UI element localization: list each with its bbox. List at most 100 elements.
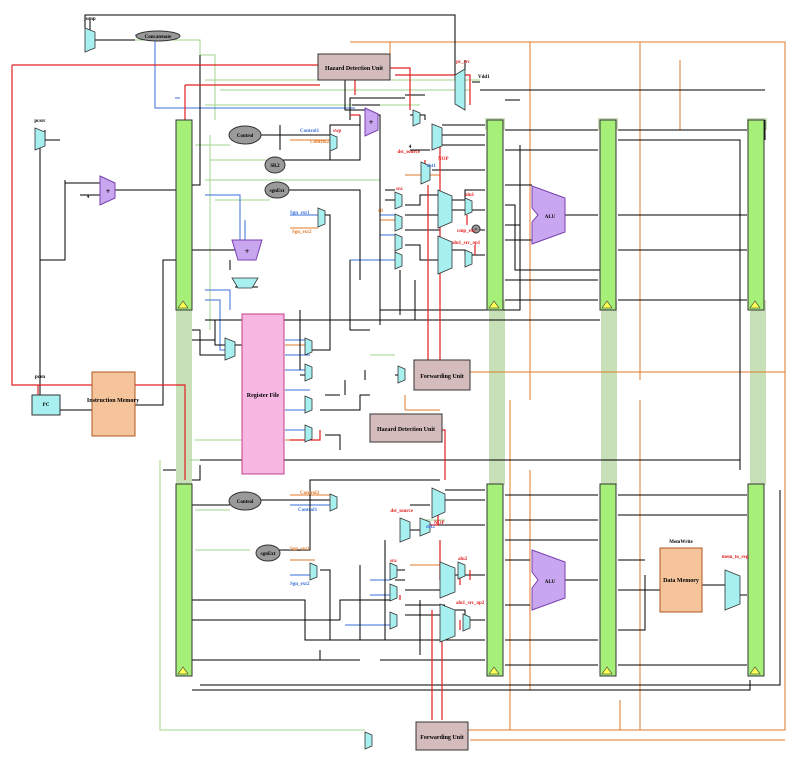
op-mux-top-a [394,213,403,232]
compare-unit [471,224,481,234]
data-memory-label: Data Memory [663,578,699,584]
regfile-input-mux [224,337,236,361]
pipeline-registers [175,119,765,677]
forwarding-unit-top-label: Forwarding Unit [420,374,464,380]
swp-label: swp [333,129,342,134]
sra-label-b: sra [390,559,397,564]
instruction-memory [91,371,136,437]
pc-register [31,394,61,416]
forwarding-unit-bottom-label: Forwarding Unit [420,735,464,741]
four-constant-b: 4 [409,145,412,150]
control-top-label: Control [237,134,254,139]
control1-label: Control1 [300,129,320,134]
swp-mux-a [412,109,421,127]
alu-top [531,185,566,245]
pcen-label: pcen [35,375,45,380]
pc-src-label: pc_src [456,60,471,65]
branch-adder-plus: + [369,118,374,127]
nop-label: NOP [438,157,449,162]
rf-mux-4 [304,424,313,443]
pipeline-register-idex-top [486,119,504,311]
pc-adder [99,175,116,206]
nop-mux-bottom [431,487,446,519]
four-constant-a: 4 [87,195,90,200]
pipeline-register-exmem-top [599,119,617,311]
sll-label: sll [378,209,383,214]
pipeline-register-idex-bottom [486,483,504,677]
pc-adder-plus: + [106,187,111,196]
register-file [241,313,285,475]
alu-bottom-label: ALU [545,580,556,585]
nop-label-b: NOP [434,521,445,526]
alu-bottom [531,549,566,611]
sra-mux-bottom [389,562,398,581]
hazard-detection-unit-top [317,53,391,81]
op-mux-bottom-a [389,583,398,602]
jump-mux [84,27,96,53]
alu2-mux-small-a [457,561,466,580]
alu1-src-op2-label: alu1_src_op2 [456,601,485,606]
jump-label: jump [83,17,96,22]
control2-label-b: Control2 [300,491,320,496]
control-unit-bottom [228,491,262,511]
rf-mux-3 [304,395,313,414]
pipeline-register-ifid-top [175,119,193,311]
alu1-label: alu1 [465,193,475,198]
alu2-mux-small-b [462,613,471,632]
sgnext-bottom-label: sgnExt [261,552,276,557]
instruction-memory-label: Instruction Memory [87,398,139,404]
mem-to-reg-mux [724,569,741,611]
jump-adder [231,239,263,261]
sra-label: sra [396,187,403,192]
pcsrc-mux [34,127,46,151]
signal-labels: jump pcsrc pcen 4 4 pc_src Vdd1 MemWrite… [34,17,748,606]
forwarding-unit-bottom [415,721,469,751]
sgn-ext1-label-b: Sgn_ext1 [290,547,310,552]
hazard-detection-unit-bottom [369,413,443,443]
sgn-swp-mux-bottom [309,562,318,581]
hazard-detection-unit-bottom-label: Hazard Detection Unit [377,427,435,433]
concatenate-label: Concatenate [145,35,172,40]
multiplexers [34,27,741,750]
control-bottom-label: Control [237,500,254,505]
alu1-mux-small [464,197,473,216]
vdd1-label: Vdd1 [478,75,490,80]
sll2-label: Sll.2 [270,164,280,169]
sgn-ext2-label: Sgn_ext2 [292,230,312,235]
compare-symbol: = [475,228,478,233]
control1-label-b: Control1 [298,508,318,513]
pipeline-register-memwb-top [747,119,765,311]
pipeline-register-ifid-bottom [175,483,193,677]
alu1-src-op2-mux [437,235,453,275]
jump-target-mux [231,277,259,289]
alu-top-label: ALU [545,215,556,220]
alu2-src-op2-mux [439,603,456,643]
dst-source-label-b: dst_source [390,509,413,514]
control2-label: Control2 [310,140,330,145]
forwarding-unit-top [413,359,471,391]
rf-mux-1 [304,337,313,356]
sign-extend-bottom [255,544,281,562]
dst1-label: dst1 [427,164,436,169]
register-file-label: Register File [247,393,280,399]
control-unit-top [228,125,262,145]
rf-mux-2 [304,363,313,382]
pipeline-register-memwb-bottom [747,483,765,677]
control-swp-mux-bottom [329,493,338,512]
mem-to-reg-label: mem_to_reg [722,555,749,560]
alu2-src-op1-mux [439,561,456,599]
sgnext-top-label: sgnExt [270,189,285,194]
pcsrc-label: pcsrc [34,119,46,124]
alu1-src-op1-mux [437,189,453,229]
sgn-ext1-label: Sgn_ext1 [290,211,310,216]
sra-mux-top [394,191,403,210]
forwarding-top-mux [397,365,406,384]
sgn-ext2-label-b: Sgn_ext2 [290,582,310,587]
alu2-mux-small [464,249,473,268]
cmp-ext-label: cmp_ext [457,229,475,234]
nop-mux-top [431,123,443,151]
pipeline-register-exmem-bottom [599,483,617,677]
sign-extend-top [264,181,290,199]
op-mux-bottom-b [389,611,398,630]
